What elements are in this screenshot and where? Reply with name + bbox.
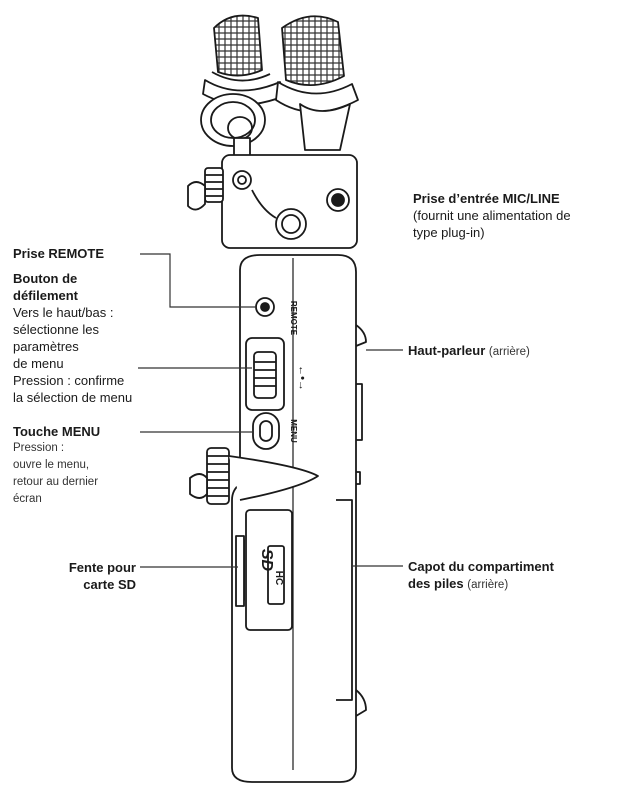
label-remote-jack: Prise REMOTE — [13, 245, 104, 262]
menu-marking: MENU — [289, 419, 298, 443]
menu-button — [252, 412, 280, 450]
hc-marking: HC — [273, 571, 284, 585]
microphone-capsule-right — [275, 15, 359, 151]
label-speaker: Haut-parleur (arrière) — [408, 342, 530, 361]
label-mic-line-desc-2: type plug-in) — [413, 225, 485, 240]
scroll-arrows-marking: ←•→ — [296, 365, 308, 391]
label-mic-line-title: Prise d’entrée MIC/LINE — [413, 191, 560, 206]
label-sd-title-1: Fente pour — [68, 560, 136, 575]
label-menu-key: Touche MENU Pression : ouvre le menu, re… — [13, 423, 100, 508]
label-menu-title: Touche MENU — [13, 424, 101, 439]
label-speaker-title: Haut-parleur — [408, 343, 486, 358]
label-scroll-desc-5: Pression : confirme — [13, 373, 125, 388]
label-scroll-desc-1: Vers le haut/bas : — [13, 305, 114, 320]
label-scroll-title-1: Bouton de — [13, 271, 78, 286]
sd-card-slot — [235, 509, 293, 631]
label-battery-title-2: des piles — [408, 576, 464, 591]
remote-marking: REMOTE — [289, 301, 298, 336]
label-battery-cover: Capot du compartiment des piles (arrière… — [408, 558, 554, 594]
label-menu-desc-1: Pression : — [13, 442, 65, 454]
label-scroll-desc-3: paramètres — [13, 339, 79, 354]
remote-jack — [255, 297, 275, 317]
label-scroll-wheel: Bouton de défilement Vers le haut/bas : … — [13, 270, 132, 406]
battery-cover — [336, 499, 353, 701]
label-scroll-desc-4: de menu — [13, 356, 64, 371]
mic-line-jack — [326, 188, 350, 212]
label-battery-title-1: Capot du compartiment — [408, 559, 554, 574]
microphone-capsule-left — [202, 14, 285, 106]
label-mic-line-desc-1: (fournit une alimentation de — [413, 208, 571, 223]
sd-logo-marking: SD — [258, 549, 275, 572]
body-lock-knob — [189, 447, 319, 505]
label-menu-desc-2: ouvre le menu, — [13, 459, 90, 471]
label-mic-line-input: Prise d’entrée MIC/LINE (fournit une ali… — [413, 190, 571, 241]
label-battery-note: (arrière) — [467, 579, 509, 591]
label-scroll-title-2: défilement — [13, 288, 79, 303]
label-speaker-note: (arrière) — [488, 346, 530, 358]
label-sd-title-2: carte SD — [83, 577, 136, 592]
label-scroll-desc-2: sélectionne les — [13, 322, 99, 337]
label-menu-desc-3: retour au dernier — [13, 476, 99, 488]
label-remote-title: Prise REMOTE — [13, 246, 105, 261]
label-scroll-desc-6: la sélection de menu — [13, 390, 133, 405]
label-menu-desc-4: écran — [13, 493, 42, 505]
label-sd-slot: Fente pour carte SD — [20, 559, 136, 593]
mic-lock-knob — [187, 167, 224, 211]
leader-remote — [140, 253, 256, 308]
scroll-wheel — [245, 337, 285, 411]
